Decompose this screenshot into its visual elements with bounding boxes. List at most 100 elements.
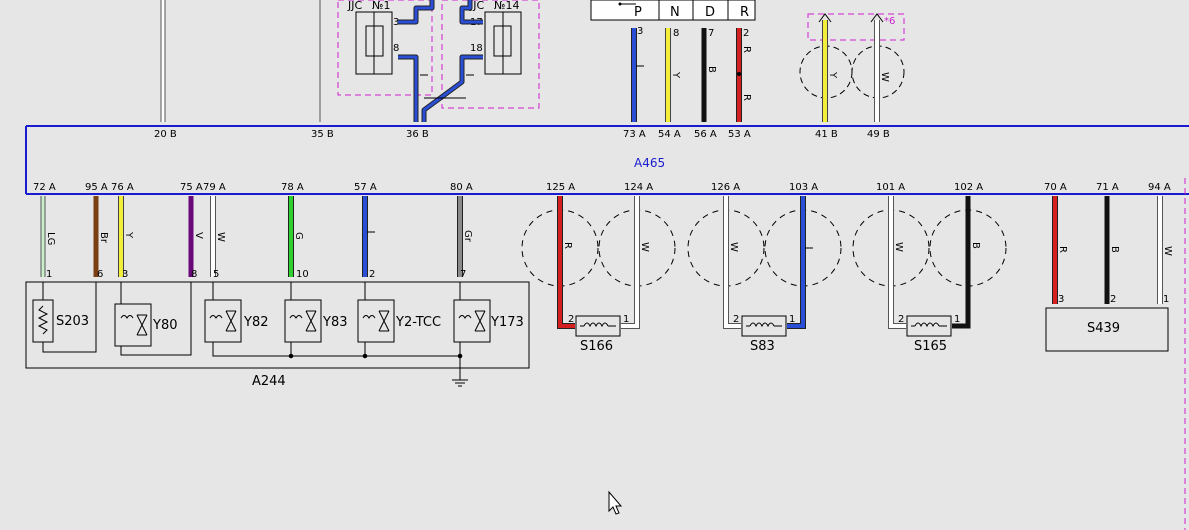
a244-label: A244 <box>252 374 286 389</box>
bus-pin-top: 49 B <box>867 129 890 140</box>
bus-pin-bottom: 95 A <box>85 182 108 193</box>
a244-wire-code: Y <box>123 231 134 239</box>
bus-pin-bottom: 80 A <box>450 182 473 193</box>
bus-pin-bottom: 102 A <box>954 182 983 193</box>
a244-module: A244 S203 Y80 Y82 Y83 <box>25 281 530 389</box>
a244-wire-code: Gr <box>462 230 473 243</box>
jjc1-number: №1 <box>372 0 390 12</box>
a244-wires: LG 1 Br 6 Y 3 V 8 W 5 G 10 2 Gr 7 <box>40 196 473 280</box>
a244-wire-pin: 10 <box>296 269 309 280</box>
sensor-s83: W 2 1 S83 <box>687 196 842 354</box>
bus-pin-top: 36 B <box>406 129 429 140</box>
jjc-14-connector: JJC №14 17 18 <box>441 0 540 109</box>
a244-wire-pin: 5 <box>213 269 219 280</box>
jjc1-pin-b: 8 <box>393 43 399 54</box>
component-label: Y173 <box>490 315 524 330</box>
a244-wire-pin: 1 <box>46 269 52 280</box>
bus-pin-top: 54 A <box>658 129 681 140</box>
sensor-label: S166 <box>580 339 613 354</box>
bus-pin-bottom: 101 A <box>876 182 905 193</box>
bus-pin-bottom: 126 A <box>711 182 740 193</box>
wire-code-red-b: R <box>741 94 752 101</box>
a244-wire-pin: 6 <box>97 269 103 280</box>
bus-pin-bottom: 70 A <box>1044 182 1067 193</box>
bus-pin-top: 41 B <box>815 129 838 140</box>
sensor-wire-code: W <box>893 242 904 252</box>
sensor-pin: 1 <box>789 314 795 325</box>
a244-component-y82: Y82 <box>204 299 268 343</box>
bus-pin-bottom: 75 A <box>180 182 203 193</box>
bus-pin-bottom: 72 A <box>33 182 56 193</box>
bus-pin-bottom: 78 A <box>281 182 304 193</box>
jjc1-label: JJC <box>347 0 362 12</box>
bus-pin-bottom: 57 A <box>354 182 377 193</box>
bus-pin-bottom: 124 A <box>624 182 653 193</box>
a244-wire-pin: 7 <box>460 269 466 280</box>
jjc-1-connector: JJC №1 3 8 <box>337 0 433 96</box>
gear-label-r: R <box>740 5 749 20</box>
wire-code-yellow: Y <box>670 71 681 79</box>
gear-pin-r: 2 <box>743 28 749 39</box>
bus-pin-bottom: 94 A <box>1148 182 1171 193</box>
jjc-blue-wiring <box>398 0 483 122</box>
a244-wire-pin: 3 <box>122 269 128 280</box>
a244-internal-wiring <box>42 282 463 380</box>
gear-label-n: N <box>670 5 680 20</box>
sensor-pin: 1 <box>623 314 629 325</box>
component-s439: R B W 3 2 1 S439 <box>1045 196 1173 352</box>
sensor-label: S83 <box>750 339 775 354</box>
a244-component-s203: S203 <box>32 299 89 343</box>
gear-selector-wires: Y B R R 3 8 7 2 <box>631 26 752 122</box>
sensor-s165: W B 2 1 S165 <box>852 196 1007 354</box>
sensor-pin: 2 <box>733 314 739 325</box>
wire-code-white-2: W <box>879 72 890 82</box>
shielded-pair-top: *6 Y W <box>799 13 905 122</box>
s439-pin: 1 <box>1163 294 1169 305</box>
jjc1-pin-a: 3 <box>393 17 399 28</box>
gear-pin-p: 3 <box>637 26 643 37</box>
jjc14-pin-b: 18 <box>470 43 483 54</box>
a244-wire-code: LG <box>45 232 56 245</box>
component-label: Y82 <box>243 315 268 330</box>
s439-wire-code: W <box>1162 246 1173 256</box>
jjc14-number: №14 <box>494 0 519 12</box>
a244-wire-code: G <box>293 232 304 240</box>
gear-label-p: P <box>634 5 642 20</box>
ground-icon <box>452 379 468 387</box>
bus-pin-top: 73 A <box>623 129 646 140</box>
a244-wire-code: Br <box>98 232 109 244</box>
wire-code-black: B <box>706 66 717 73</box>
sensor-wire-code: W <box>728 242 739 252</box>
bus-pin-top: 20 B <box>154 129 177 140</box>
a244-wire-pin: 2 <box>369 269 375 280</box>
a244-component-y2-tcc: Y2-TCC <box>357 299 441 343</box>
sensor-wire-code: W <box>639 242 650 252</box>
s439-pin: 2 <box>1110 294 1116 305</box>
bus-pin-bottom: 79 A <box>203 182 226 193</box>
top-bus-pins: 20 B 35 B 36 B 73 A 54 A 56 A 53 A 41 B … <box>154 129 890 140</box>
a244-wire-code: W <box>215 232 226 242</box>
jjc14-label: JJC <box>469 0 484 12</box>
a244-wire-pin: 8 <box>191 269 197 280</box>
component-label: Y80 <box>152 318 177 333</box>
bus-pin-bottom: 71 A <box>1096 182 1119 193</box>
s439-label: S439 <box>1087 321 1120 336</box>
gear-selector-switch: P N D R <box>590 0 756 21</box>
gear-pin-n: 8 <box>673 28 679 39</box>
sensor-pin: 1 <box>954 314 960 325</box>
bus-pin-top: 56 A <box>694 129 717 140</box>
a244-component-y173: Y173 <box>453 299 524 343</box>
gear-label-d: D <box>705 5 715 20</box>
s439-wire-code: B <box>1109 246 1120 253</box>
sensor-s166: R W 2 1 S166 <box>521 196 676 354</box>
a244-component-y80: Y80 <box>114 303 177 347</box>
wire-code-yellow-2: Y <box>827 71 838 79</box>
sensor-wire-code: B <box>970 242 981 249</box>
bus-pin-top: 53 A <box>728 129 751 140</box>
bottom-bus-pins: 72 A 95 A 76 A 75 A 79 A 78 A 57 A 80 A … <box>33 182 1171 193</box>
bus-pin-bottom: 76 A <box>111 182 134 193</box>
gear-pin-d: 7 <box>708 28 714 39</box>
sensor-wire-code: R <box>562 242 573 249</box>
bus-a465: A465 <box>25 125 1189 195</box>
